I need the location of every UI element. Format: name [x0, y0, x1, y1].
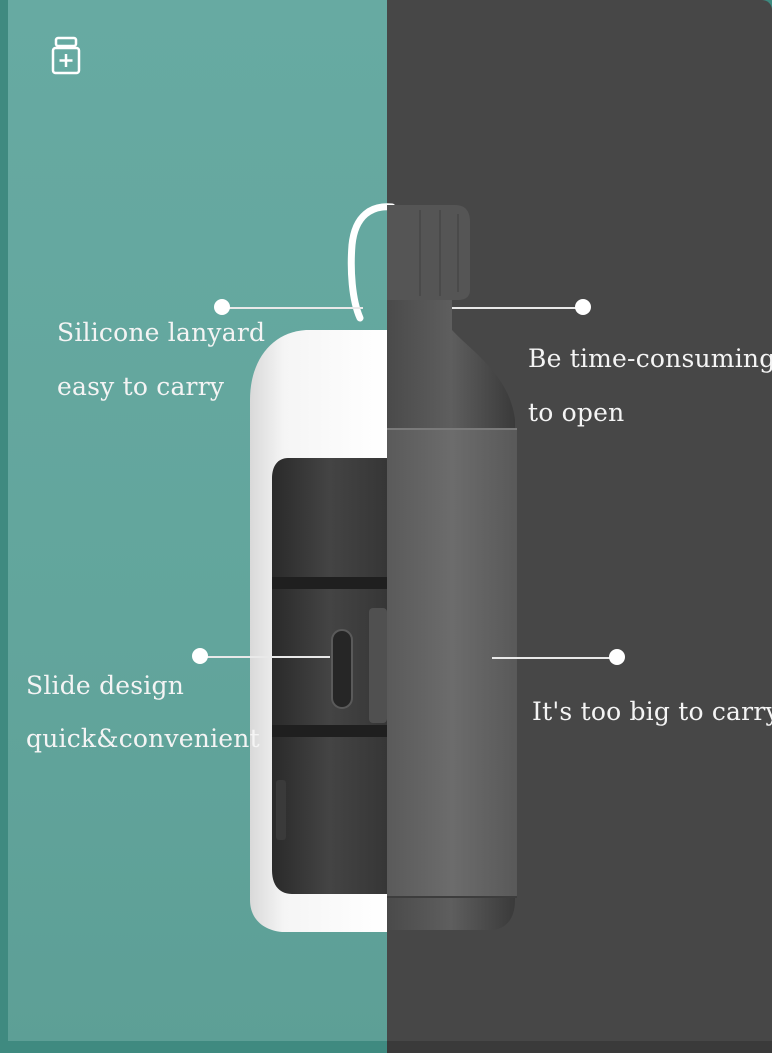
drawback-size: It's too big to carry: [532, 697, 772, 726]
plastic-bottle: [387, 205, 517, 930]
feature-slide-line2: quick&convenient: [26, 724, 260, 753]
drawback-open-line1: Be time-consuming: [528, 344, 772, 373]
size-callout-line: [492, 657, 612, 659]
drawback-open-line2: to open: [528, 398, 625, 427]
size-callout-dot: [609, 649, 625, 665]
slide-callout-dot: [192, 648, 208, 664]
lanyard-callout-dot: [214, 299, 230, 315]
open-callout-line: [452, 307, 582, 309]
pill-case: [250, 203, 396, 932]
feature-slide-line1: Slide design: [26, 671, 184, 700]
left-edge-border: [0, 0, 8, 1053]
slide-callout-line: [206, 656, 330, 658]
feature-lanyard-line1: Silicone lanyard: [57, 318, 266, 347]
bottom-edge-border-dark: [387, 1041, 772, 1053]
feature-lanyard-line2: easy to carry: [57, 372, 225, 401]
medicine-bottle-icon: [51, 36, 81, 75]
open-callout-dot: [575, 299, 591, 315]
lanyard-callout-line: [228, 307, 363, 309]
